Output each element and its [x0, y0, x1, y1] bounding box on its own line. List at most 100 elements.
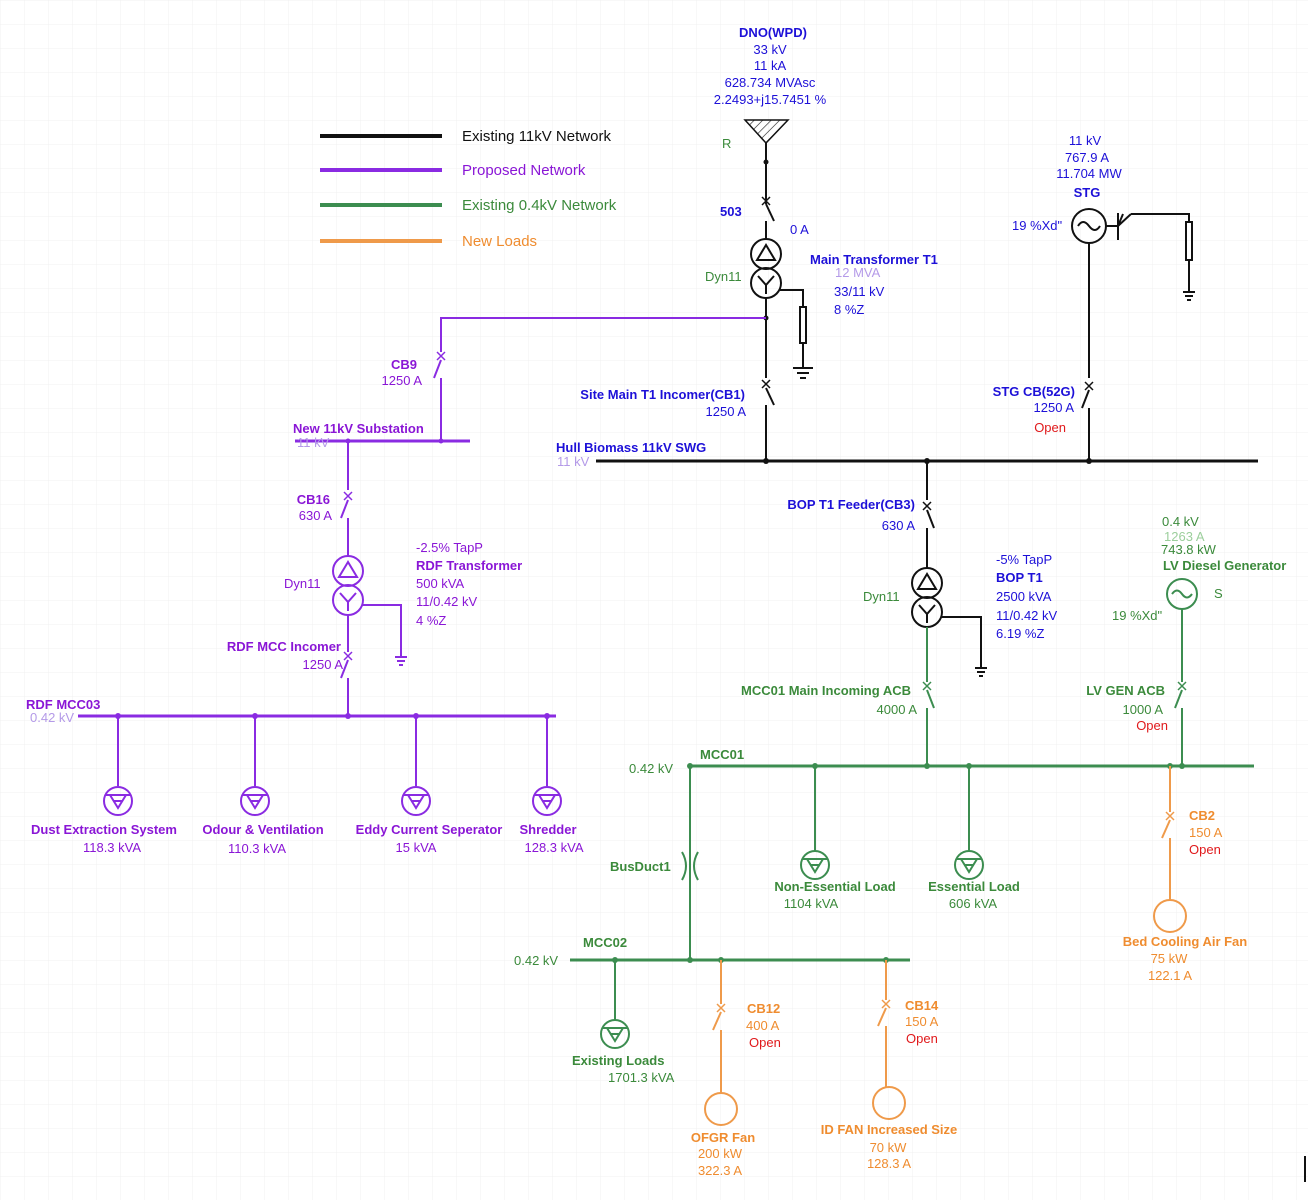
cb3-switch-icon[interactable]: [926, 509, 935, 529]
grid-name: DNO(WPD): [739, 25, 807, 40]
stg-mw: 11.704 MW: [1056, 166, 1122, 181]
mcc01-load-name: Non-Essential Load: [774, 879, 895, 894]
id-fan-name: ID FAN Increased Size: [821, 1122, 958, 1137]
cb2-status: Open: [1189, 842, 1221, 857]
grid-ka: 11 kA: [754, 58, 787, 73]
rdf-load-kva: 128.3 kVA: [524, 840, 583, 855]
bop-tx-tap: -5% TapP: [996, 552, 1052, 567]
cb12-rating: 400 A: [746, 1018, 780, 1033]
grid-tag: R: [722, 136, 731, 151]
cb16-switch-icon[interactable]: [340, 499, 349, 519]
id-fan-kw: 70 kW: [870, 1140, 908, 1155]
breaker-crosses-black: [761, 196, 1094, 511]
busduct-icon[interactable]: [681, 851, 699, 881]
load-icon[interactable]: [600, 1019, 630, 1049]
bop-tx-name: BOP T1: [996, 570, 1043, 585]
stg-cb-rating: 1250 A: [1034, 400, 1075, 415]
existing-loads-name: Existing Loads: [572, 1053, 664, 1068]
lv-gen-acb-switch-icon[interactable]: [1174, 689, 1183, 709]
rdf-load-name: Eddy Current Seperator: [356, 822, 503, 837]
breaker-crosses-green: [922, 681, 1187, 691]
green-bus-dots: [612, 763, 1185, 963]
rdf-incomer-switch-icon[interactable]: [340, 659, 349, 679]
rdf-load-name: Dust Extraction System: [31, 822, 177, 837]
mcc01-acb-switch-icon[interactable]: [926, 689, 935, 709]
id-fan-motor-icon[interactable]: [872, 1086, 906, 1120]
load-icon[interactable]: [240, 786, 270, 816]
rdf-tx-name: RDF Transformer: [416, 558, 522, 573]
utility-grid-icon[interactable]: [743, 119, 790, 145]
rdf-load-labels: Dust Extraction System 118.3 kVA Odour &…: [31, 822, 584, 856]
rdf-load-name: Odour & Ventilation: [202, 822, 323, 837]
bop-tx-rating: 2500 kVA: [996, 589, 1052, 604]
load-icon[interactable]: [532, 786, 562, 816]
cb503-name: 503: [720, 204, 742, 219]
mcc02-name: MCC02: [583, 935, 627, 950]
rdf-load-kva: 110.3 kVA: [228, 841, 286, 856]
main-tx-vector: Dyn11: [705, 269, 742, 284]
cb2-switch-icon[interactable]: [1161, 819, 1171, 839]
mcc01-load-labels: Non-Essential Load 1104 kVA Essential Lo…: [774, 879, 1020, 911]
bed-fan-kw: 75 kW: [1151, 951, 1189, 966]
stg-current: 767.9 A: [1065, 150, 1109, 165]
load-icon[interactable]: [401, 786, 431, 816]
hull-bus-kv: 11 kV: [557, 454, 590, 469]
mcc01-load-kva: 606 kVA: [949, 896, 998, 911]
cb12-switch-icon[interactable]: [712, 1011, 722, 1031]
rdf-load-icons: [103, 786, 562, 816]
cb12-name: CB12: [747, 1001, 780, 1016]
lv-gen-tag: S: [1214, 586, 1223, 601]
rdf-tx-ratio: 11/0.42 kV: [416, 594, 478, 609]
lv-gen-acb-rating: 1000 A: [1123, 702, 1164, 717]
legend-label: Proposed Network: [462, 162, 586, 179]
cb16-rating: 630 A: [299, 508, 333, 523]
lv-gen-acb-status: Open: [1136, 718, 1168, 733]
ofgr-fan-motor-icon[interactable]: [704, 1092, 738, 1126]
stg-labels: 11 kV 767.9 A 11.704 MW STG: [1056, 133, 1122, 200]
rdf-tx-vector: Dyn11: [284, 576, 321, 591]
mcc02-kv: 0.42 kV: [514, 953, 558, 968]
grid-labels: DNO(WPD) 33 kV 11 kA 628.734 MVAsc 2.249…: [714, 25, 827, 107]
existing-04kv-network: [570, 578, 1254, 1049]
breaker-crosses-purple: [343, 351, 446, 661]
load-icon[interactable]: [954, 850, 984, 880]
legend-label: Existing 11kV Network: [462, 128, 611, 145]
load-icon[interactable]: [800, 850, 830, 880]
new-loads-network: [704, 766, 1187, 1126]
main-tx-impedance: 8 %Z: [834, 302, 864, 317]
cb503-current: 0 A: [790, 222, 809, 237]
lv-gen-name: LV Diesel Generator: [1163, 558, 1286, 573]
cb503-switch-icon[interactable]: [765, 203, 775, 222]
lv-gen-kw: 743.8 kW: [1161, 542, 1217, 557]
load-icon[interactable]: [103, 786, 133, 816]
rdf-tx-impedance: 4 %Z: [416, 613, 446, 628]
bed-fan-name: Bed Cooling Air Fan: [1123, 934, 1248, 949]
stg-cb-status: Open: [1034, 420, 1066, 435]
cb9-switch-icon[interactable]: [433, 359, 442, 379]
mcc01-load-kva: 1104 kVA: [784, 896, 839, 911]
cb3-name: BOP T1 Feeder(CB3): [787, 497, 915, 512]
grid-mvasc: 628.734 MVAsc: [725, 75, 816, 90]
stg-cb-switch-icon[interactable]: [1081, 389, 1090, 409]
bop-tx-impedance: 6.19 %Z: [996, 626, 1044, 641]
id-fan-current: 128.3 A: [867, 1156, 911, 1171]
cb9-rating: 1250 A: [382, 373, 423, 388]
cb1-switch-icon[interactable]: [765, 387, 775, 406]
lv-gen-current: 1263 A: [1164, 529, 1205, 544]
existing-loads-kva: 1701.3 kVA: [608, 1070, 675, 1085]
rdf-mcc-kv: 0.42 kV: [30, 710, 74, 725]
cb14-name: CB14: [905, 998, 939, 1013]
cb14-switch-icon[interactable]: [877, 1007, 887, 1027]
mcc01-name: MCC01: [700, 747, 744, 762]
bed-cooling-fan-motor-icon[interactable]: [1153, 899, 1187, 933]
bed-fan-labels: Bed Cooling Air Fan 75 kW 122.1 A: [1123, 934, 1248, 983]
main-tx-rating: 12 MVA: [835, 265, 881, 280]
cb9-name: CB9: [391, 357, 417, 372]
lv-gen-xd: 19 %Xd": [1112, 608, 1163, 623]
mcc01-load-name: Essential Load: [928, 879, 1020, 894]
main-tx-ratio: 33/11 kV: [834, 284, 885, 299]
bop-tx-ratio: 11/0.42 kV: [996, 608, 1058, 623]
cb12-status: Open: [749, 1035, 781, 1050]
bop-tx-vector: Dyn11: [863, 589, 900, 604]
